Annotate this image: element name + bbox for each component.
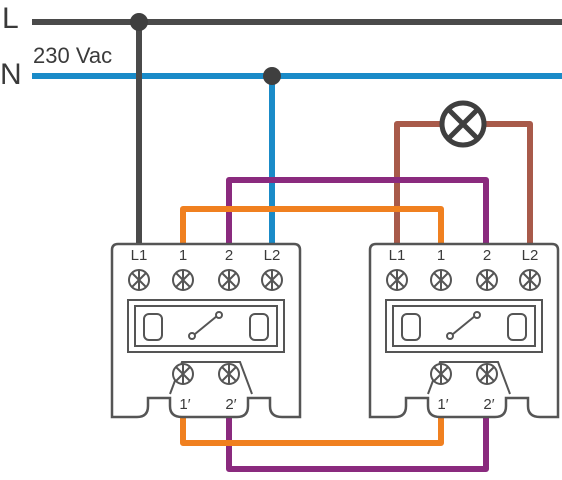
screw-terminal-icon — [476, 269, 498, 291]
terminal-label-L2: L2 — [522, 247, 539, 264]
switch-contact-icon — [188, 311, 223, 340]
neutral-label: N — [0, 58, 22, 91]
switch-left: L1 1 2 L2 — [110, 242, 302, 419]
screw-terminal-icon — [476, 363, 498, 385]
lamp-wire-left — [394, 121, 440, 244]
screw-terminal-icon — [519, 269, 541, 291]
switch-right: L1 1 2 L2 — [368, 242, 560, 419]
switch-contact-icon — [446, 311, 481, 340]
terminal-label-1-prime: 1′ — [437, 396, 448, 413]
terminal-label-2-prime: 2′ — [225, 396, 236, 413]
screw-terminal-icon — [218, 269, 240, 291]
lamp-icon — [439, 100, 487, 148]
screw-terminal-icon — [172, 363, 194, 385]
screw-terminal-icon — [172, 269, 194, 291]
terminal-label-L2: L2 — [264, 247, 281, 264]
terminal-label-2: 2 — [483, 247, 491, 264]
line-label: L — [2, 2, 19, 35]
screw-terminal-icon — [261, 269, 283, 291]
terminal-label-L1: L1 — [131, 247, 148, 264]
terminal-label-1: 1 — [179, 247, 187, 264]
screw-terminal-icon — [430, 269, 452, 291]
terminal-label-L1: L1 — [389, 247, 406, 264]
screw-terminal-icon — [218, 363, 240, 385]
lamp-wire-right — [486, 121, 533, 244]
terminal-label-1-prime: 1′ — [179, 396, 190, 413]
screw-terminal-icon — [430, 363, 452, 385]
traveller-purple-bottom — [226, 405, 489, 472]
traveller-orange-bottom — [180, 405, 444, 446]
neutral-junction-dot — [263, 67, 281, 85]
screw-terminal-icon — [386, 269, 408, 291]
terminal-label-2: 2 — [225, 247, 233, 264]
voltage-label: 230 Vac — [33, 43, 112, 68]
terminal-label-1: 1 — [437, 247, 445, 264]
terminal-label-2-prime: 2′ — [483, 396, 494, 413]
traveller-orange-top — [180, 206, 444, 244]
screw-terminal-icon — [128, 269, 150, 291]
line-junction-dot — [130, 13, 148, 31]
